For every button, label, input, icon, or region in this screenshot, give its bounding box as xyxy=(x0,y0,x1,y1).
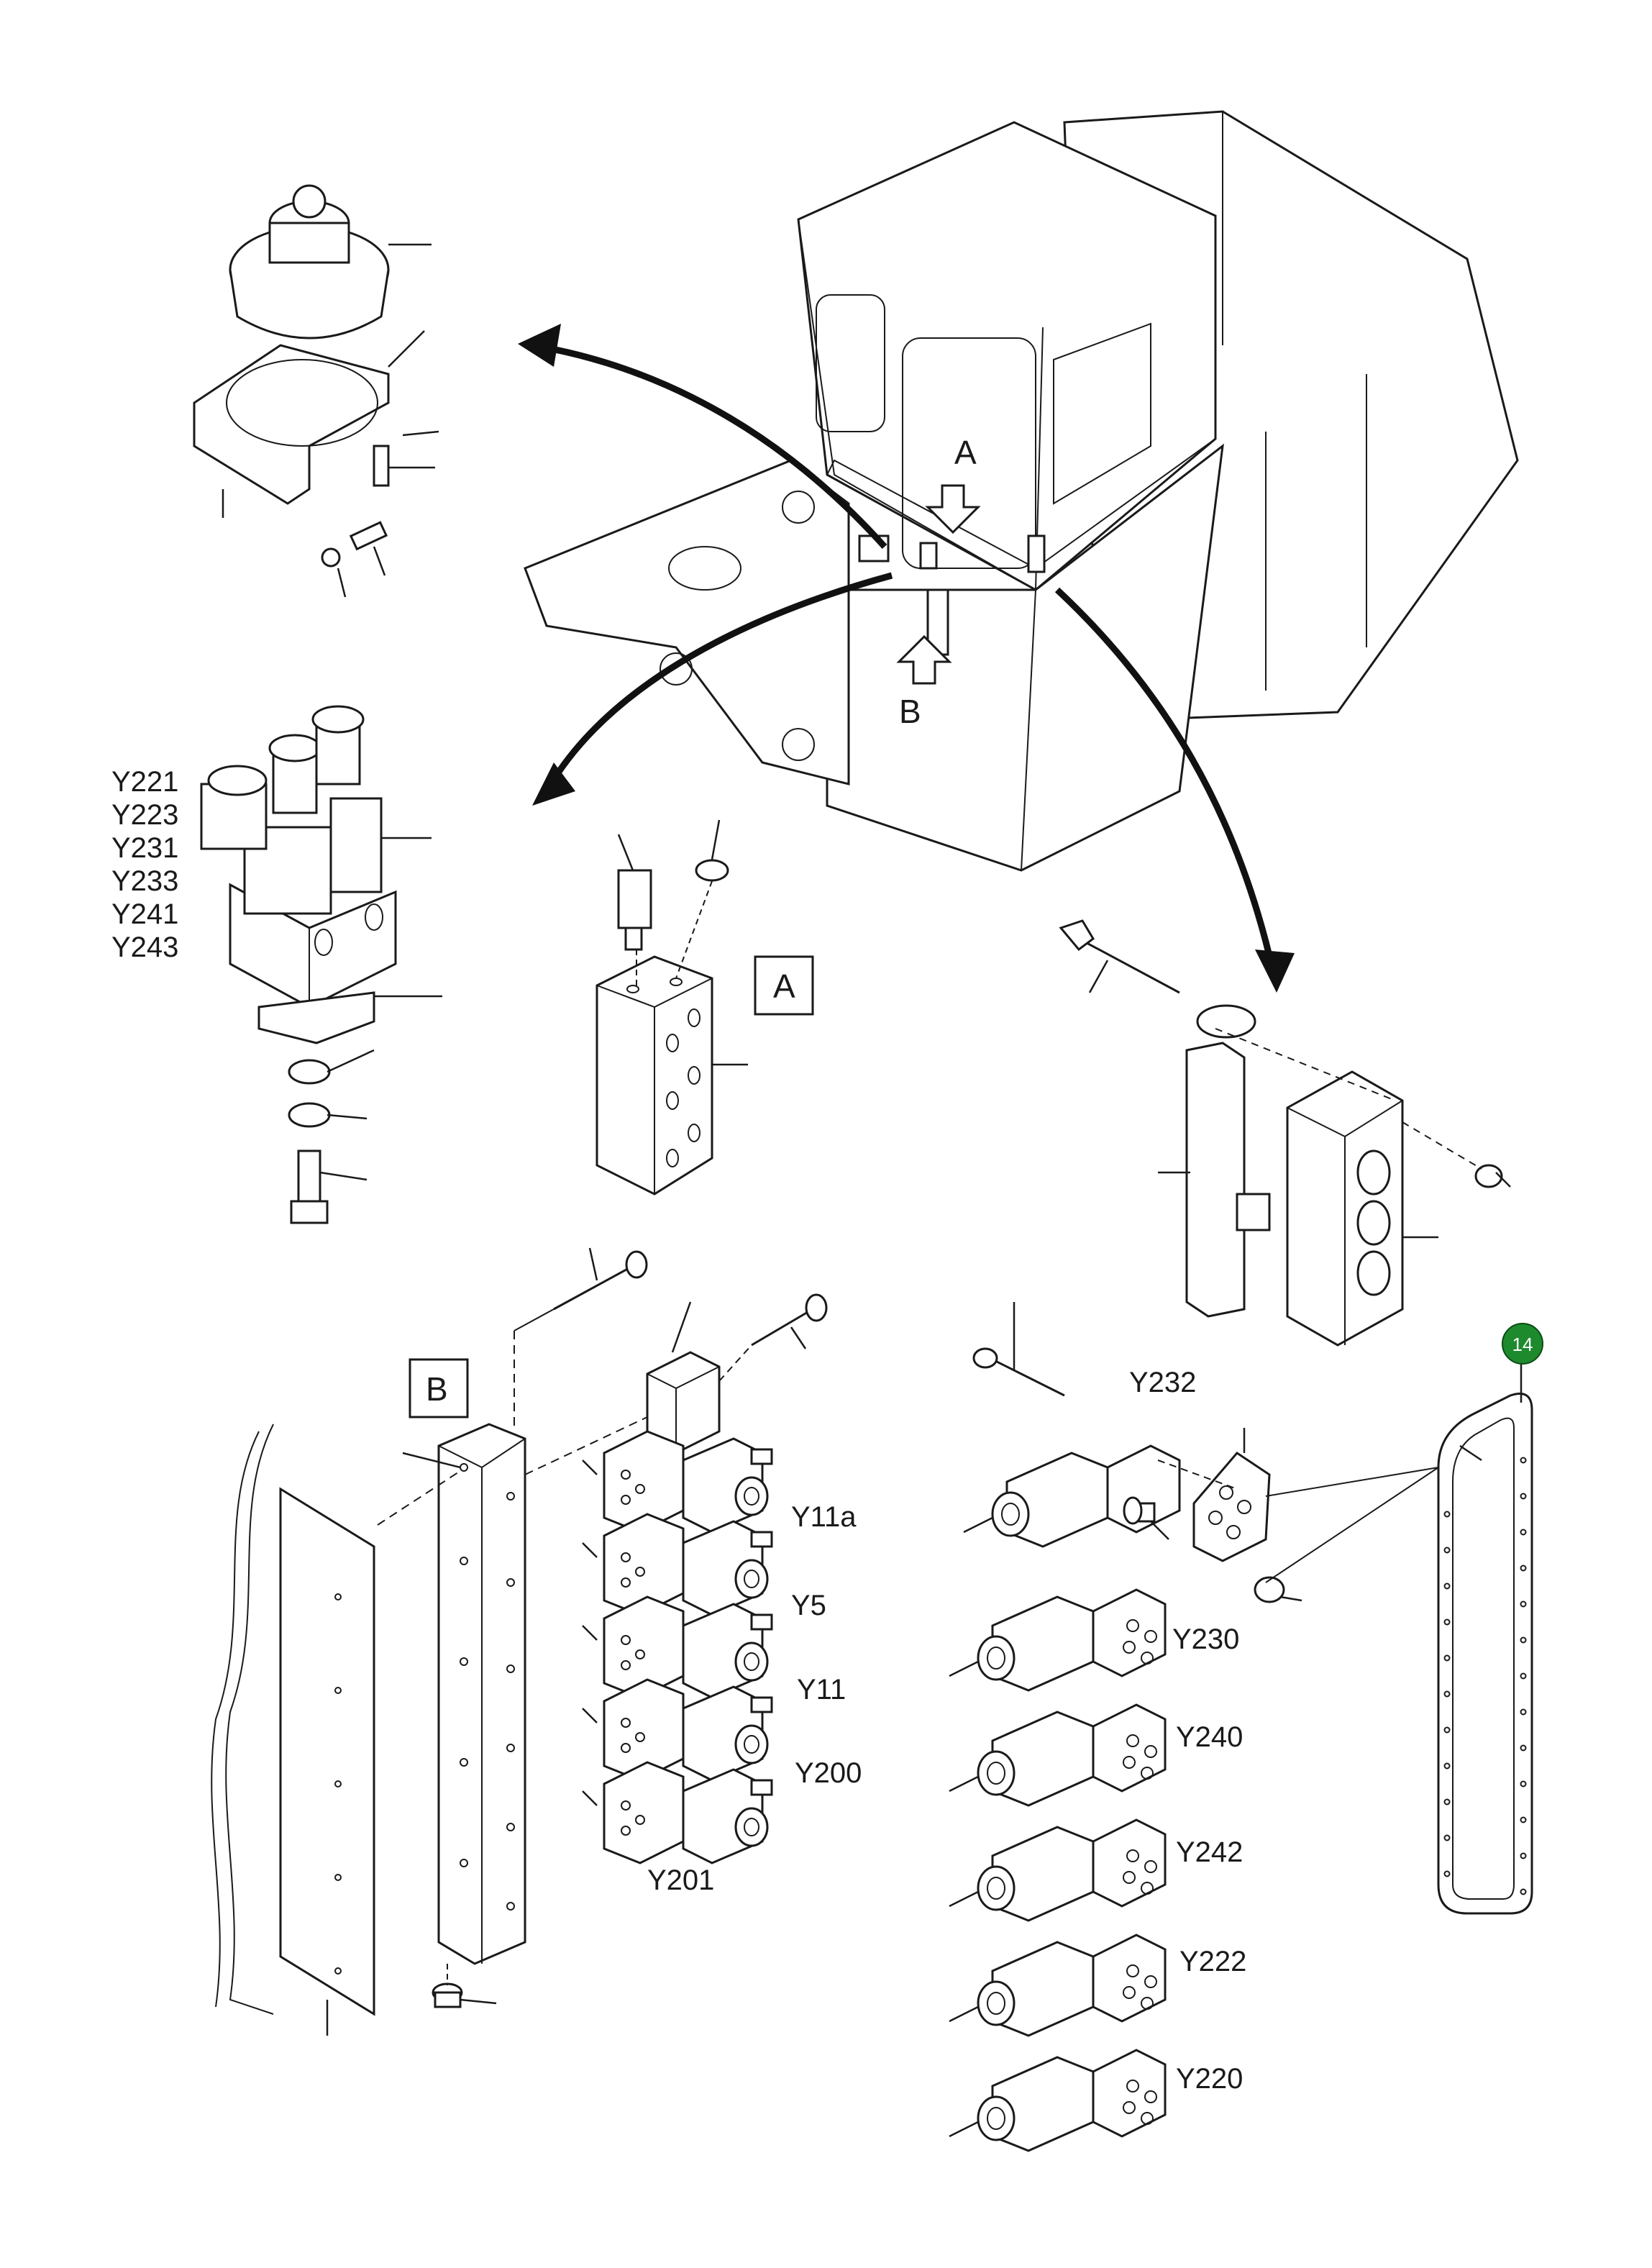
gasket-hole xyxy=(1443,1618,1451,1626)
solenoid-valve-unit xyxy=(949,1703,1167,1807)
gasket-hole xyxy=(1520,1457,1527,1464)
gasket-hole xyxy=(1443,1547,1451,1554)
callout-badge[interactable]: 14 xyxy=(1502,1323,1543,1365)
solenoid-valve-unit xyxy=(949,1818,1167,1922)
cab-arrow-a-label: A xyxy=(954,434,977,471)
gasket-hole xyxy=(1443,1798,1451,1805)
view-a-frame xyxy=(754,955,814,1016)
right-block-assembly xyxy=(1059,919,1511,1347)
gasket-hole xyxy=(1443,1726,1451,1734)
label-y241: Y241 xyxy=(111,898,178,930)
gasket-hole xyxy=(1443,1654,1451,1662)
gasket-hole xyxy=(1443,1582,1451,1590)
label-y223: Y223 xyxy=(111,799,178,831)
stacked-valve-unit xyxy=(582,1430,773,1534)
stacked-valve-unit xyxy=(582,1513,773,1616)
view-a-block: A xyxy=(595,819,814,1196)
label-y222: Y222 xyxy=(1179,1946,1246,1977)
gasket-hole xyxy=(1520,1565,1527,1572)
gasket-frame xyxy=(1437,1363,1533,1915)
callout-badge-number[interactable]: 14 xyxy=(1512,1334,1533,1355)
valve-stack-labels: Y11a Y5 Y11 Y200 Y201 xyxy=(647,1501,862,1896)
solenoid-valve-unit xyxy=(949,2049,1167,2152)
cab-arrow-b-label: B xyxy=(899,693,921,730)
label-y221: Y221 xyxy=(111,766,178,798)
label-y231: Y231 xyxy=(111,832,178,864)
gasket-hole xyxy=(1520,1600,1527,1608)
view-b-assembly: B xyxy=(211,1247,648,2036)
label-y233: Y233 xyxy=(111,865,178,897)
label-y11a: Y11a xyxy=(791,1501,857,1533)
label-y220: Y220 xyxy=(1176,2063,1243,2095)
view-a-pointer-arrow xyxy=(925,484,981,534)
label-y5: Y5 xyxy=(791,1590,826,1621)
gasket-hole xyxy=(1520,1708,1527,1716)
gasket-hole xyxy=(1443,1870,1451,1877)
view-a-label: A xyxy=(773,967,795,1005)
label-y200: Y200 xyxy=(795,1757,862,1789)
cab-assembly xyxy=(524,110,1519,872)
view-b-frame xyxy=(409,1358,469,1418)
gasket-hole xyxy=(1520,1816,1527,1823)
gasket-hole xyxy=(1520,1529,1527,1536)
connection-arrows: A B xyxy=(518,324,1295,993)
label-y201: Y201 xyxy=(647,1864,714,1896)
joystick-assembly xyxy=(193,184,439,598)
solenoid-valve-unit xyxy=(949,1588,1167,1692)
stacked-valve-unit xyxy=(582,1595,773,1699)
valve-stack xyxy=(524,1293,828,1475)
right-solenoids xyxy=(949,1444,1181,2152)
label-y243: Y243 xyxy=(111,932,178,963)
label-y11: Y11 xyxy=(797,1674,846,1705)
valve-stack-units xyxy=(582,1430,773,1864)
gasket-hole xyxy=(1443,1834,1451,1841)
gasket-hole xyxy=(1520,1888,1527,1895)
label-y230: Y230 xyxy=(1172,1623,1239,1655)
gasket-holes xyxy=(1443,1457,1527,1895)
gasket-hole xyxy=(1520,1493,1527,1500)
solenoid-valve-unit xyxy=(949,1934,1167,2037)
label-y242: Y242 xyxy=(1176,1836,1243,1868)
right-solenoid-extras xyxy=(972,1302,1439,1603)
view-b-label: B xyxy=(426,1370,448,1408)
label-y232: Y232 xyxy=(1129,1367,1196,1398)
gasket-hole xyxy=(1520,1744,1527,1752)
gasket-hole xyxy=(1443,1762,1451,1770)
stacked-valve-unit xyxy=(582,1761,773,1864)
view-b-pointer-arrow xyxy=(896,634,952,685)
label-y240: Y240 xyxy=(1176,1721,1243,1753)
right-solenoid-labels: Y232 Y230 Y240 Y242 Y222 Y220 xyxy=(1129,1367,1246,2095)
gasket-hole xyxy=(1443,1690,1451,1698)
stacked-valve-unit xyxy=(582,1678,773,1782)
gasket-hole xyxy=(1520,1636,1527,1644)
gasket-hole xyxy=(1520,1852,1527,1859)
gasket-hole xyxy=(1520,1672,1527,1680)
gasket-hole xyxy=(1443,1511,1451,1518)
solenoid-valve-unit xyxy=(963,1444,1181,1548)
gasket-hole xyxy=(1520,1780,1527,1787)
valve-group-left: Y221 Y223 Y231 Y233 Y241 Y243 xyxy=(111,705,442,1224)
